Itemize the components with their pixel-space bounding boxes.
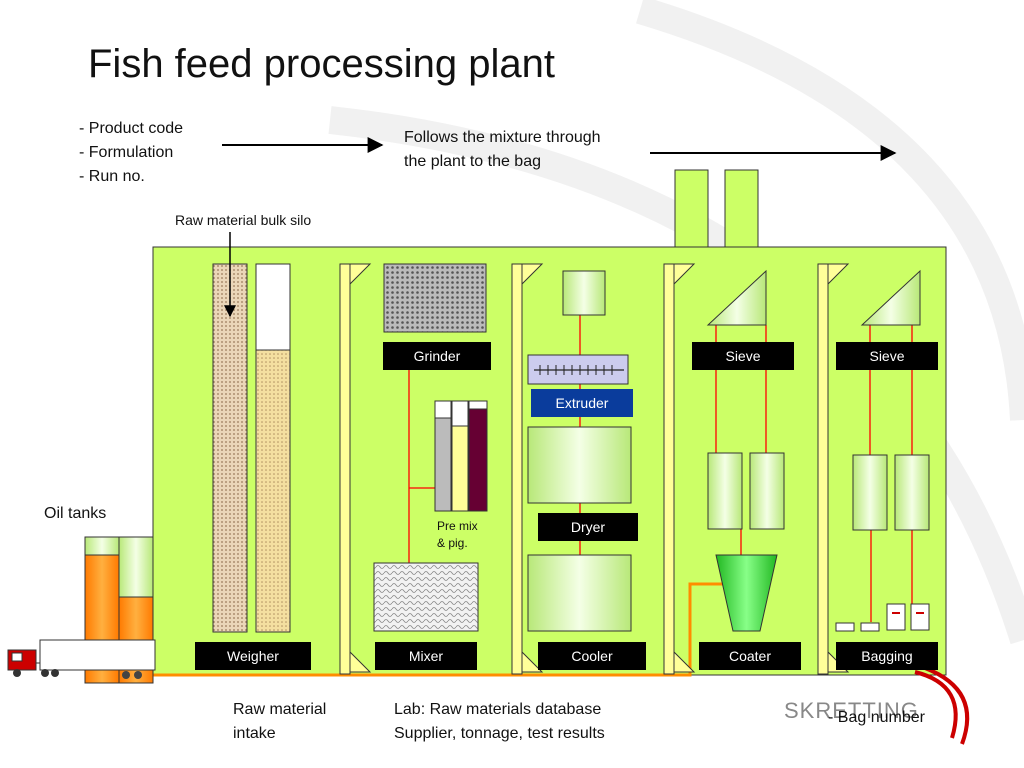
grinder-machine xyxy=(383,263,487,333)
skretting-swoosh xyxy=(914,666,970,745)
info-run-no: - Run no. xyxy=(79,168,145,185)
page-title: Fish feed processing plant xyxy=(88,42,555,86)
silos xyxy=(212,263,291,633)
intake-label-line-2: intake xyxy=(233,725,276,742)
bagging-tank-2 xyxy=(894,454,930,531)
cooler-label: Cooler xyxy=(538,642,646,670)
chimney-2 xyxy=(724,169,759,249)
premix-label-line-2: & pig. xyxy=(437,536,468,550)
grinder-label: Grinder xyxy=(383,342,491,370)
bagging-tank-1 xyxy=(852,454,888,531)
cooler-machine xyxy=(527,554,632,632)
skretting-logo: SKRETTING xyxy=(784,698,919,723)
sieve-2-label: Sieve xyxy=(836,342,938,370)
info-follows-line-1: Follows the mixture through xyxy=(404,129,601,146)
dryer-label: Dryer xyxy=(538,513,638,541)
coater-tank-2 xyxy=(749,452,785,530)
bags xyxy=(835,603,930,632)
oil-pipe xyxy=(153,582,730,677)
truck-icon xyxy=(7,639,156,677)
mixer-machine xyxy=(373,562,479,632)
weigher-label: Weigher xyxy=(195,642,311,670)
premix-label-line-1: Pre mix xyxy=(437,519,478,533)
extruder-label: Extruder xyxy=(531,389,633,417)
extruder-machine xyxy=(527,354,629,385)
elevators xyxy=(339,263,850,675)
silo-2 xyxy=(255,263,291,633)
sieve-1-label: Sieve xyxy=(692,342,794,370)
mixer-label: Mixer xyxy=(375,642,477,670)
elevator-3 xyxy=(663,263,696,675)
info-formulation: - Formulation xyxy=(79,144,174,161)
extruder-hopper xyxy=(562,270,606,316)
info-product-code: - Product code xyxy=(79,120,184,137)
dryer-machine xyxy=(527,426,632,504)
sieve-2-machine xyxy=(860,269,921,326)
chimney-1 xyxy=(674,169,709,249)
oil-tanks-label: Oil tanks xyxy=(44,505,107,522)
silo-1 xyxy=(212,263,248,633)
coater-label: Coater xyxy=(699,642,801,670)
info-follows-line-2: the plant to the bag xyxy=(404,153,541,170)
coater-tank-1 xyxy=(707,452,743,530)
coater-machine xyxy=(715,554,778,632)
lab-label-line-1: Lab: Raw materials database xyxy=(394,701,602,718)
elevator-2 xyxy=(511,263,544,675)
bag-number-label: - Bag number xyxy=(828,709,925,726)
silo-label: Raw material bulk silo xyxy=(175,212,312,228)
elevator-1 xyxy=(339,263,372,675)
premix-bins xyxy=(434,400,488,512)
sieve-1-machine xyxy=(706,269,767,326)
bagging-label: Bagging xyxy=(836,642,938,670)
intake-label-line-1: Raw material xyxy=(233,701,327,718)
lab-label-line-2: Supplier, tonnage, test results xyxy=(394,725,605,742)
